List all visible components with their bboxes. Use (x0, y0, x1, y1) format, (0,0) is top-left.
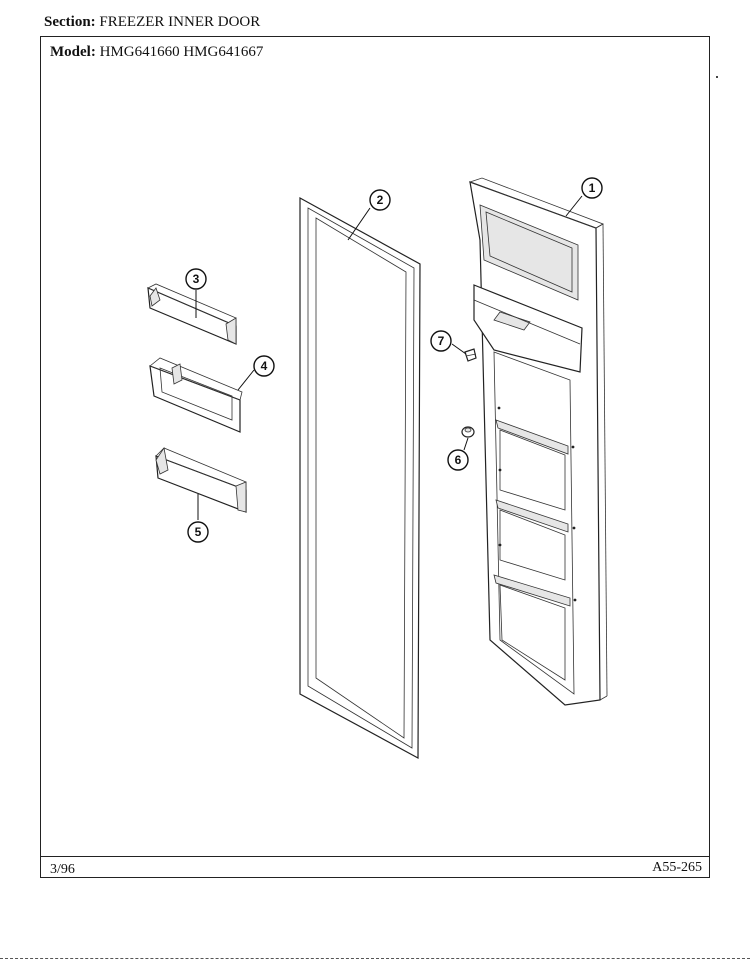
callout-3-label: 3 (193, 272, 200, 286)
model-value: HMG641660 HMG641667 (99, 44, 264, 60)
callout-1: 1 (581, 177, 603, 199)
stray-mark (716, 76, 718, 78)
callout-2-label: 2 (377, 193, 384, 207)
callout-5-label: 5 (195, 525, 202, 539)
section-value: FREEZER INNER DOOR (99, 14, 261, 30)
plug-button-part (461, 426, 475, 438)
callout-4-label: 4 (261, 359, 268, 373)
callout-6: 6 (447, 449, 469, 471)
date-code: 3/96 (50, 862, 75, 877)
page-bottom-rule (0, 958, 750, 959)
figure-code: A55-265 (652, 860, 702, 875)
section-label: Section: (44, 14, 96, 30)
screw-part (464, 348, 477, 362)
callout-1-label: 1 (589, 181, 596, 195)
model-title: Model: HMG641660 HMG641667 (50, 44, 263, 61)
door-bin-deep (149, 357, 243, 433)
door-gasket (299, 196, 421, 760)
door-shelf-tall (155, 446, 247, 513)
door-shelf-shallow (147, 283, 237, 345)
section-title: Section: FREEZER INNER DOOR (44, 14, 260, 31)
model-label: Model: (50, 44, 96, 60)
inner-door-liner (468, 177, 608, 706)
callout-6-label: 6 (455, 453, 462, 467)
callout-2: 2 (369, 189, 391, 211)
callout-7: 7 (430, 330, 452, 352)
callout-5: 5 (187, 521, 209, 543)
callout-4: 4 (253, 355, 275, 377)
footer-rule (40, 856, 710, 857)
callout-3: 3 (185, 268, 207, 290)
diagram-frame (40, 36, 710, 878)
callout-7-label: 7 (438, 334, 445, 348)
